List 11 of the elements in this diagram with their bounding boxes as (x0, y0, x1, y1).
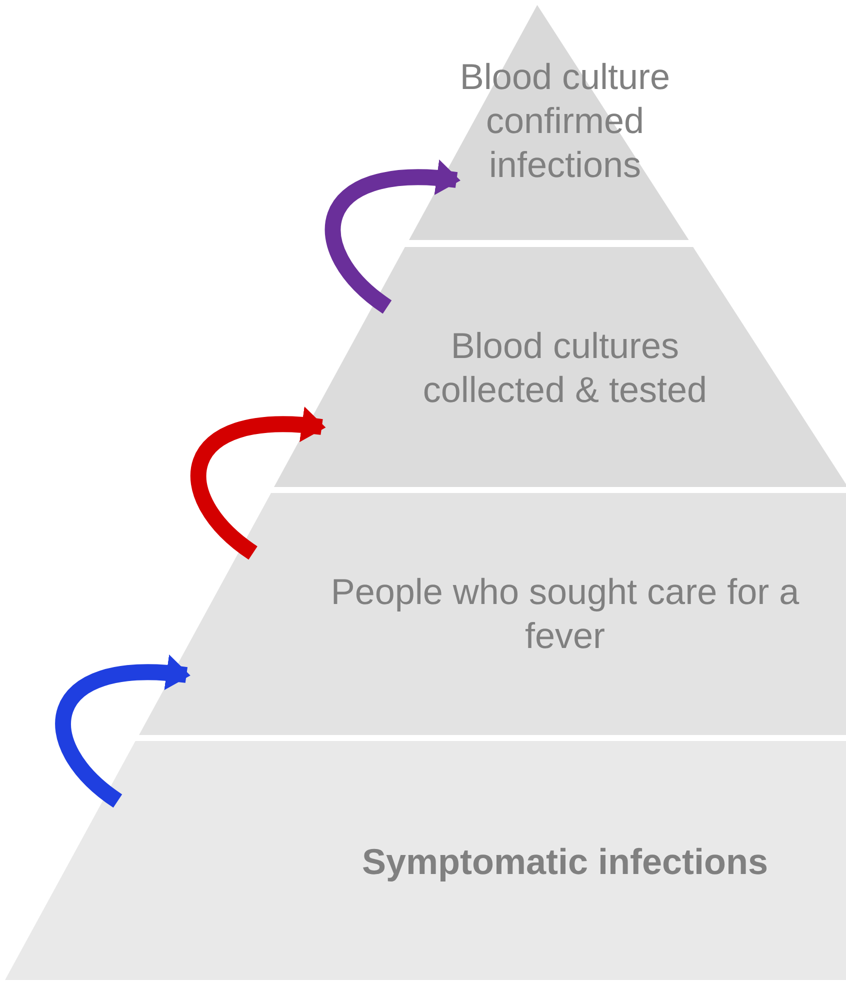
curved-arrow (55, 655, 190, 808)
curved-arrow (324, 160, 460, 314)
tier-label: People who sought care for a fever (330, 570, 800, 658)
tier-label: Symptomatic infections (360, 840, 770, 884)
pyramid-tier (274, 247, 846, 487)
pyramid-tier (5, 741, 846, 980)
curved-arrow (190, 407, 326, 560)
pyramid-tier (138, 493, 846, 735)
pyramid-tier (408, 5, 689, 240)
tier-label: Blood cultures collected & tested (422, 324, 708, 412)
tier-label: Blood culture confirmed infections (458, 55, 672, 187)
